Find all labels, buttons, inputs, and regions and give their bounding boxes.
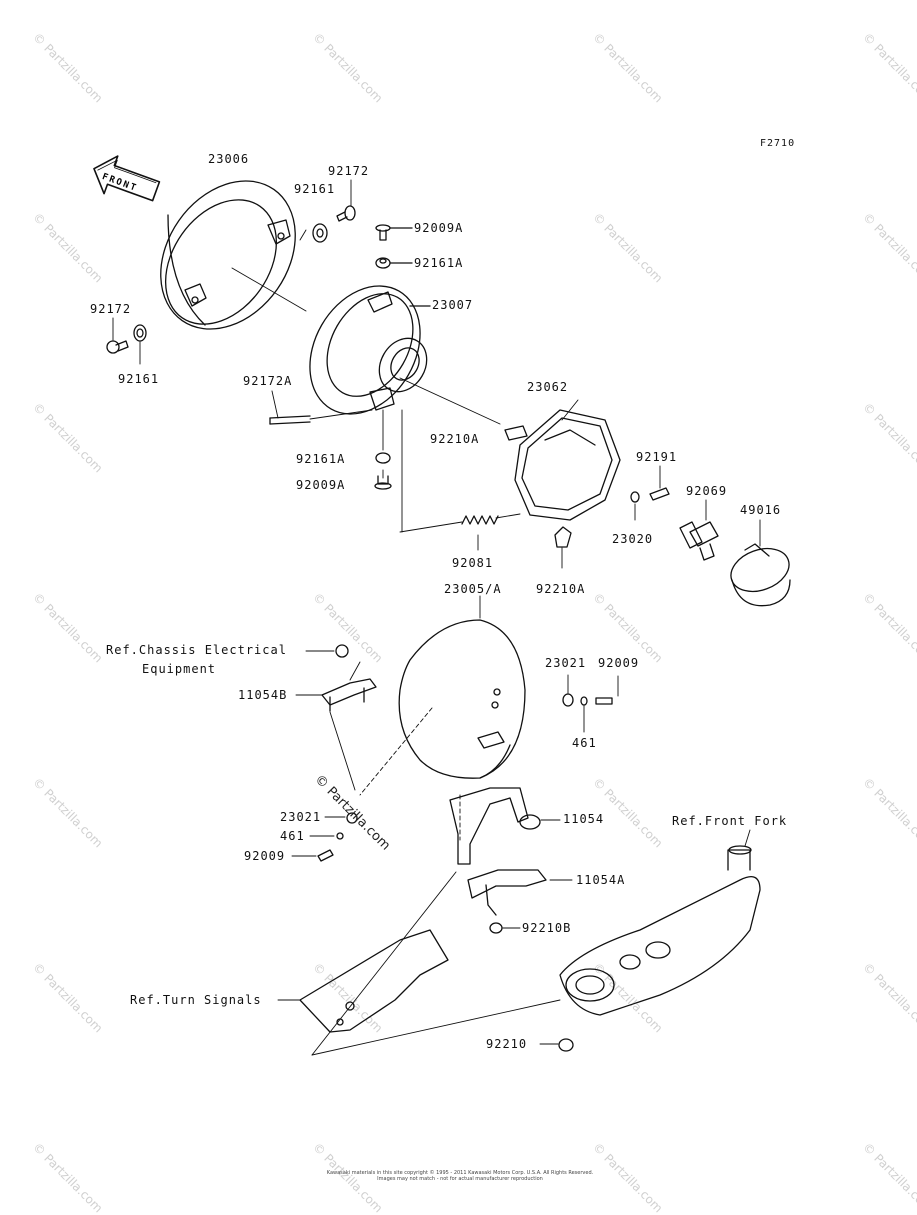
nut-92210 bbox=[539, 1038, 574, 1052]
part-label: 92069 bbox=[686, 484, 728, 498]
part-label: 92191 bbox=[636, 450, 678, 464]
washer-461-left bbox=[309, 832, 344, 840]
part-label: 92210A bbox=[536, 582, 586, 596]
bolt-92009-right bbox=[595, 675, 619, 705]
cover-49016 bbox=[730, 519, 791, 607]
part-label: 23006 bbox=[208, 152, 250, 166]
part-label: 92161 bbox=[118, 372, 160, 386]
screw-92172-top bbox=[336, 179, 356, 222]
headlight-housing-23007 bbox=[309, 285, 431, 415]
part-label: 92009 bbox=[598, 656, 640, 670]
turn-signal-bracket bbox=[277, 871, 561, 1056]
bolt-92009A-bottom bbox=[374, 469, 392, 490]
bolt-92009-left bbox=[291, 849, 334, 862]
bracket-92210A-b bbox=[554, 526, 572, 569]
front-arrow bbox=[93, 155, 161, 202]
part-label: 92210B bbox=[522, 921, 572, 935]
part-label: 92081 bbox=[452, 556, 494, 570]
spring-92081 bbox=[399, 409, 521, 551]
screw-92172-left bbox=[106, 317, 129, 354]
footer-line-2: Images may not match - not for actual ma… bbox=[377, 1176, 543, 1182]
part-label: 23021 bbox=[545, 656, 587, 670]
part-label: 92172 bbox=[90, 302, 132, 316]
headlight-shell-23005A bbox=[359, 595, 526, 841]
part-label: 11054B bbox=[238, 688, 288, 702]
part-label: 23007 bbox=[432, 298, 474, 312]
part-label: 461 bbox=[280, 829, 305, 843]
part-label: 92210 bbox=[486, 1037, 528, 1051]
footer-line-1: Kawasaki materials in this site copyrigh… bbox=[326, 1170, 594, 1176]
part-label: 461 bbox=[572, 736, 597, 750]
nut-23021-right bbox=[562, 674, 574, 707]
nut-92210B bbox=[489, 922, 521, 934]
washer-461-right bbox=[580, 696, 588, 733]
part-label: 23020 bbox=[612, 532, 654, 546]
grommet-92161-left bbox=[133, 324, 147, 365]
part-label: 49016 bbox=[740, 503, 782, 517]
part-label: 23021 bbox=[280, 810, 322, 824]
bolt-92009A-top bbox=[375, 224, 413, 241]
bracket-92210A-a bbox=[504, 425, 528, 441]
lens-unit-23062 bbox=[399, 377, 621, 521]
part-label: 92161A bbox=[414, 256, 464, 270]
bracket-11054A bbox=[467, 869, 573, 916]
headlight-rim-23006 bbox=[160, 180, 307, 330]
part-label: 92210A bbox=[430, 432, 480, 446]
part-label: 92172 bbox=[328, 164, 370, 178]
bracket-11054B bbox=[295, 644, 377, 791]
bracket-11054 bbox=[449, 787, 561, 865]
grommet-92161A-top bbox=[375, 257, 413, 269]
part-label: 23005/A bbox=[444, 582, 502, 596]
part-label: 11054 bbox=[563, 812, 605, 826]
diagram-code: F2710 bbox=[760, 138, 796, 149]
ref-label: Ref.Chassis Electrical bbox=[106, 643, 287, 657]
part-label: 92161 bbox=[294, 182, 336, 196]
grommet-92161-top bbox=[299, 223, 328, 243]
grommet-92161A-bottom bbox=[375, 409, 391, 464]
cap-92191 bbox=[649, 465, 670, 501]
clip-23020 bbox=[630, 491, 640, 521]
part-label: 92161A bbox=[296, 452, 346, 466]
part-label: 92009A bbox=[414, 221, 464, 235]
footer-copyright: Kawasaki materials in this site copyrigh… bbox=[300, 1170, 620, 1182]
ref-label: Ref.Turn Signals bbox=[130, 993, 262, 1007]
nut-23021-left bbox=[324, 812, 358, 824]
part-label: 92009 bbox=[244, 849, 286, 863]
part-label: 23062 bbox=[527, 380, 569, 394]
part-label: 92009A bbox=[296, 478, 346, 492]
bulb-92069 bbox=[679, 499, 719, 561]
ref-label: Equipment bbox=[142, 662, 217, 676]
screw-92172A bbox=[269, 390, 373, 425]
part-label: 92172A bbox=[243, 374, 293, 388]
part-label: 11054A bbox=[576, 873, 626, 887]
ref-label: Ref.Front Fork bbox=[672, 814, 788, 828]
front-fork-bracket bbox=[559, 829, 761, 1016]
